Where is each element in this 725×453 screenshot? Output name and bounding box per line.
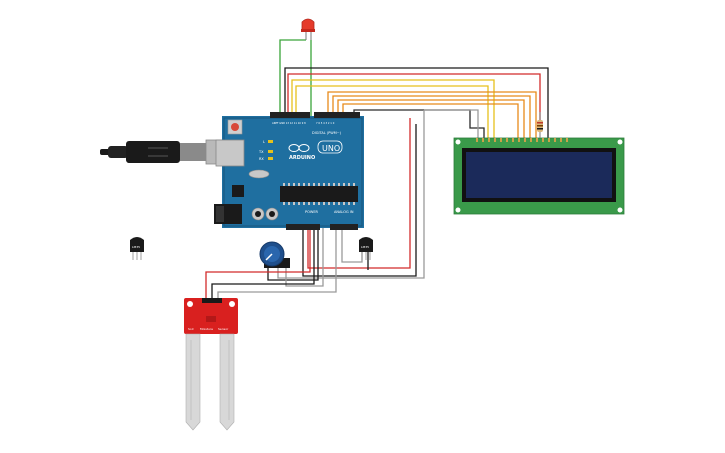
crystal [248, 169, 270, 179]
wire-yellow-1[interactable] [291, 79, 495, 138]
soil-label-right: Sensor [218, 327, 229, 331]
arduino-logo: ARDUINO UNO [288, 140, 343, 161]
soil-label-mid: Moisture [200, 327, 213, 331]
lm35-sensor-left[interactable]: LM35 [130, 237, 144, 260]
arduino-uno-board[interactable]: AREF GND 13 12 11 10 9 8 7 6 5 4 3 2 1 0… [214, 112, 364, 230]
brand-text: ARDUINO [289, 155, 315, 161]
wire-orange-2[interactable] [332, 95, 531, 138]
soil-probe-left [185, 333, 201, 431]
wire-yellow-2[interactable] [295, 85, 489, 138]
potentiometer[interactable] [259, 241, 290, 268]
lcd-pins [476, 138, 568, 142]
lm35-left-label: LM35 [132, 245, 140, 249]
wire-orange-3[interactable] [337, 99, 525, 138]
digital-header [270, 112, 360, 118]
wire-top-black[interactable] [284, 67, 549, 138]
wire-pot-black[interactable] [267, 224, 319, 281]
wire-red-power[interactable] [307, 118, 411, 269]
wire-orange-4[interactable] [342, 103, 519, 138]
wire-gray-lcd-1[interactable] [424, 109, 479, 138]
red-led[interactable] [301, 18, 315, 40]
soil-moisture-sensor[interactable]: Soil Moisture Sensor [184, 298, 238, 431]
analog-label: ANALOG IN [334, 210, 354, 214]
soil-label-left: Soil [188, 327, 194, 331]
pin-labels-digital: AREF GND 13 12 11 10 9 8 7 6 5 4 3 2 1 0 [272, 121, 335, 125]
rx-label: RX [259, 157, 264, 161]
wire-soil-red[interactable] [205, 224, 311, 300]
soil-probe-right [219, 333, 235, 431]
wire-soil-black[interactable] [211, 224, 315, 300]
usb-jack [215, 139, 245, 167]
atmega-chip [280, 183, 358, 205]
voltage-regulator [232, 185, 244, 197]
model-text: UNO [322, 144, 340, 153]
power-label: POWER [305, 210, 319, 214]
wire-led-green[interactable] [279, 39, 306, 117]
wire-lcd-dark[interactable] [353, 109, 485, 138]
lm35-sensor-right[interactable]: LM35 [359, 237, 373, 260]
resistor[interactable] [537, 112, 543, 138]
svg-text:7 6 5 4 3 2 1 0: 7 6 5 4 3 2 1 0 [316, 121, 335, 125]
tx-label: TX [258, 150, 264, 154]
lcd-screen [466, 152, 612, 198]
wire-pot-gray[interactable] [285, 224, 324, 287]
wire-top-red[interactable] [287, 73, 541, 122]
svg-text:AREF GND 13 12 11 10 9 8: AREF GND 13 12 11 10 9 8 [272, 121, 306, 125]
digital-label: DIGITAL (PWM~) [312, 131, 342, 135]
wire-soil-gray[interactable] [217, 224, 337, 300]
lcd-16x2[interactable] [453, 137, 625, 215]
wire-orange-1[interactable] [327, 91, 537, 138]
wire-black-gnd[interactable] [302, 124, 417, 277]
lm35-right-label: LM35 [361, 245, 369, 249]
l-label: L [263, 140, 265, 144]
power-header [286, 224, 320, 230]
analog-header [330, 224, 358, 230]
usb-cable [100, 139, 227, 165]
